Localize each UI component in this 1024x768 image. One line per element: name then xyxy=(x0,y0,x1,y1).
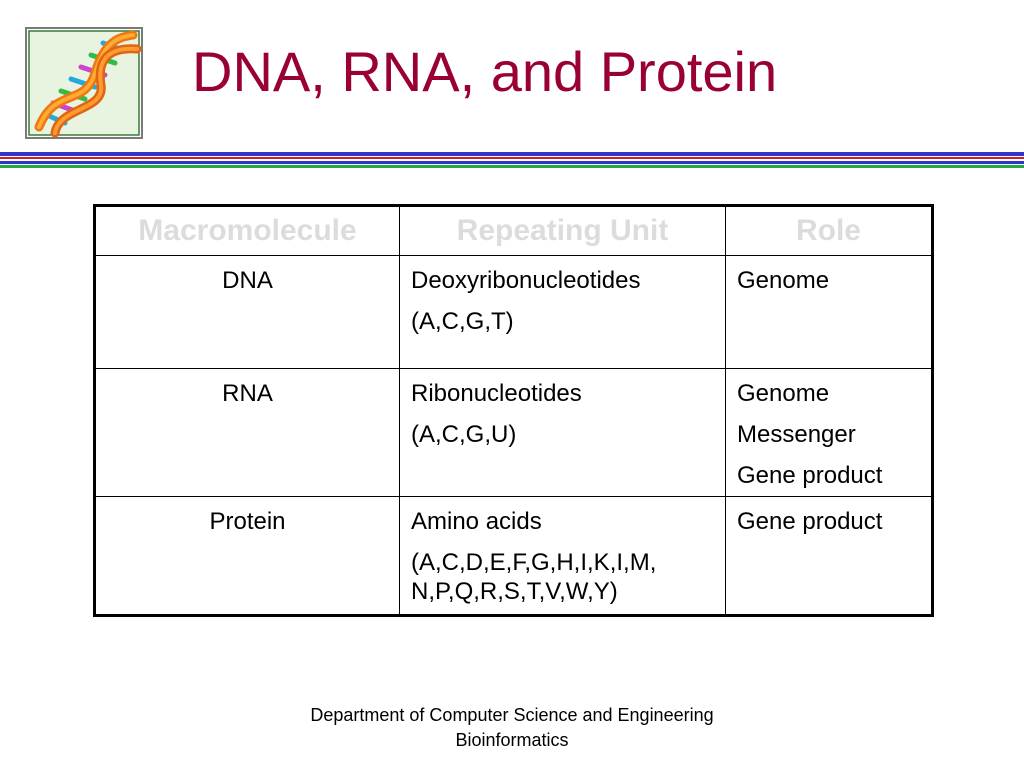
table-row: Protein Amino acids (A,C,D,E,F,G,H,I,K,I… xyxy=(94,496,933,616)
dna-helix-icon-graphic xyxy=(25,27,143,139)
cell-macromolecule: Protein xyxy=(94,496,400,616)
cell-text: RNA xyxy=(222,380,273,407)
cell-repeating-unit: Deoxyribonucleotides (A,C,G,T) xyxy=(399,255,726,369)
cell-text: (A,C,G,T) xyxy=(411,308,514,335)
divider-stripe xyxy=(0,161,1024,164)
cell-text: (A,C,D,E,F,G,H,I,K,I,M, xyxy=(411,549,657,576)
cell-text: Genome xyxy=(737,267,830,294)
title-divider xyxy=(0,152,1024,172)
divider-stripe xyxy=(0,152,1024,156)
cell-macromolecule: RNA xyxy=(94,368,400,497)
cell-text: DNA xyxy=(222,267,273,294)
divider-stripe xyxy=(0,165,1024,168)
macromolecule-table: Macromolecule Repeating Unit Role DNA De… xyxy=(93,204,934,617)
header-macromolecule: Macromolecule xyxy=(94,205,400,256)
footer: Department of Computer Science and Engin… xyxy=(0,703,1024,753)
cell-role: Gene product xyxy=(725,496,933,616)
cell-text: Genome xyxy=(737,380,830,407)
table-row: DNA Deoxyribonucleotides (A,C,G,T) Genom… xyxy=(94,255,933,369)
cell-text: Amino acids xyxy=(411,508,542,535)
cell-text: Messenger xyxy=(737,421,856,448)
cell-role: Genome xyxy=(725,255,933,369)
cell-macromolecule: DNA xyxy=(94,255,400,369)
page-title: DNA, RNA, and Protein xyxy=(192,40,778,103)
footer-department: Department of Computer Science and Engin… xyxy=(310,705,714,725)
cell-text: Gene product xyxy=(737,462,883,489)
table-header-row: Macromolecule Repeating Unit Role xyxy=(94,205,933,256)
data-table: Macromolecule Repeating Unit Role DNA De… xyxy=(93,204,934,617)
cell-text: N,P,Q,R,S,T,V,W,Y) xyxy=(411,578,618,605)
cell-text: (A,C,G,U) xyxy=(411,421,517,448)
cell-text: Deoxyribonucleotides xyxy=(411,267,641,294)
cell-repeating-unit: Amino acids (A,C,D,E,F,G,H,I,K,I,M, N,P,… xyxy=(399,496,726,616)
cell-text: Ribonucleotides xyxy=(411,380,582,407)
table-row: RNA Ribonucleotides (A,C,G,U) Genome Mes… xyxy=(94,368,933,497)
dna-helix-icon xyxy=(25,27,143,139)
header-role: Role xyxy=(725,205,933,256)
cell-text: Gene product xyxy=(737,508,883,535)
divider-stripe xyxy=(0,157,1024,159)
footer-course: Bioinformatics xyxy=(455,730,569,750)
cell-text: Protein xyxy=(209,508,286,535)
header-repeating-unit: Repeating Unit xyxy=(399,205,726,256)
cell-repeating-unit: Ribonucleotides (A,C,G,U) xyxy=(399,368,726,497)
cell-role: Genome Messenger Gene product xyxy=(725,368,933,497)
